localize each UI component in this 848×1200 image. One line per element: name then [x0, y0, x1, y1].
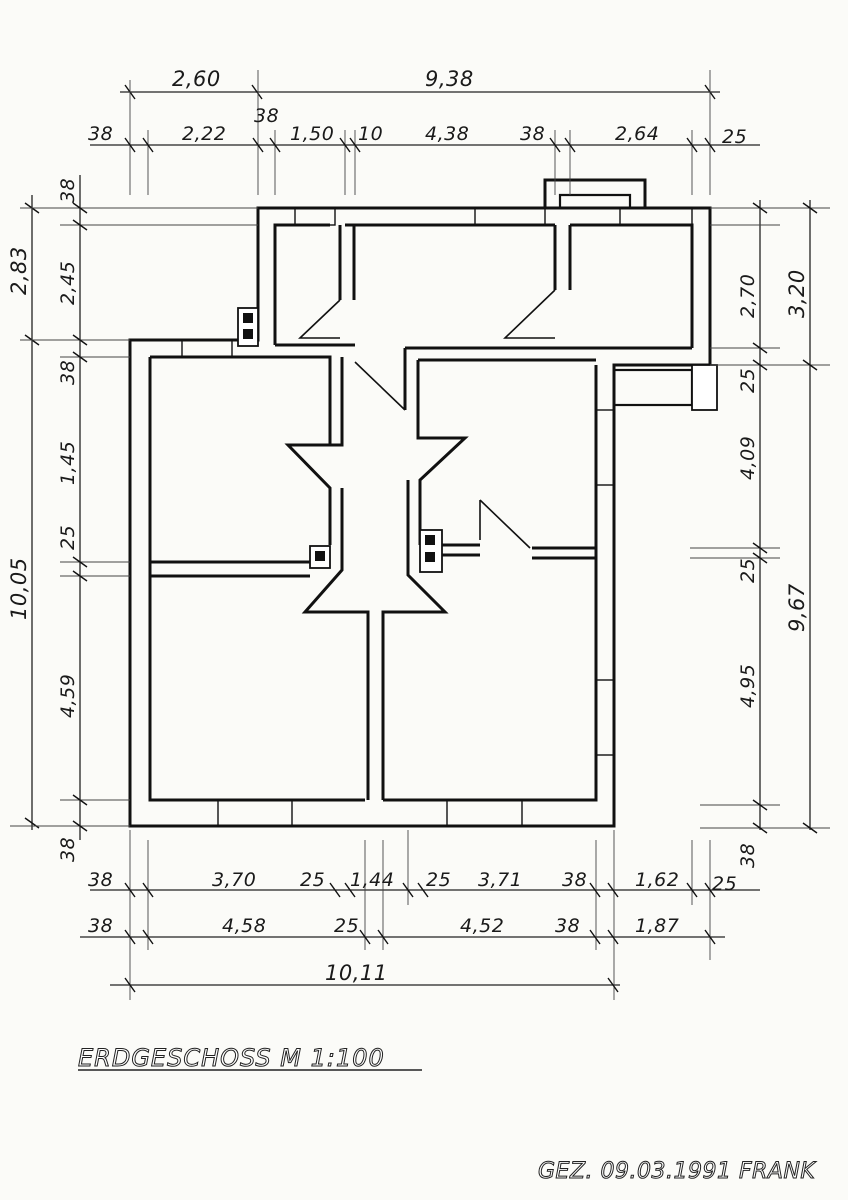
- dim-top-2-22: 2,22: [182, 123, 226, 145]
- window-annex: [294, 207, 336, 226]
- dim-left-38-c: 38: [57, 837, 79, 862]
- chimney-flue-4: [425, 535, 435, 545]
- dim-left-2-83: 2,83: [7, 246, 31, 295]
- dim-bot-25-a: 25: [300, 869, 325, 891]
- dim-right-4-09: 4,09: [737, 436, 759, 480]
- top-protrusion: [543, 178, 647, 208]
- dim-bot2-4-52: 4,52: [460, 915, 504, 937]
- window-right-upper: [595, 409, 615, 486]
- hall-right-upper: [416, 360, 469, 545]
- dim-top-38-a: 38: [88, 123, 113, 145]
- dim-right-4-95: 4,95: [737, 664, 759, 708]
- dim-bot-38-b: 38: [562, 869, 587, 891]
- dim-bot-3-70: 3,70: [212, 869, 256, 891]
- dim-top-10: 10: [358, 123, 383, 145]
- left-upper-room-wall: [150, 355, 332, 445]
- dim-right-25-b: 25: [737, 558, 759, 583]
- dim-top-9-38: 9,38: [425, 67, 474, 91]
- dim-left-38-b: 38: [57, 360, 79, 385]
- title-block: ERDGESCHOSS M 1:100 GEZ. 09.03.1991 FRAN…: [78, 1044, 817, 1185]
- entrance-step: [612, 368, 694, 407]
- dim-left-2-45: 2,45: [57, 261, 79, 305]
- dim-bot2-25: 25: [334, 915, 359, 937]
- dim-left-4-59: 4,59: [57, 674, 79, 718]
- kitchen-partition: [553, 225, 572, 290]
- door-right-room: [479, 499, 531, 549]
- window-bottom-left: [217, 799, 293, 827]
- dim-right-2-70: 2,70: [737, 274, 759, 318]
- annex-partition: [338, 225, 356, 300]
- window-top-middle: [474, 207, 546, 226]
- window-top-right: [619, 207, 693, 226]
- dim-left-10-05: 10,05: [7, 557, 31, 620]
- dim-bot-38-a: 38: [88, 869, 113, 891]
- chimney-wall-stub: [442, 543, 480, 557]
- right-middle-wall: [532, 546, 596, 560]
- annex-left-inner: [273, 223, 330, 345]
- hall-left-upper: [284, 357, 344, 545]
- dim-bot2-4-58: 4,58: [222, 915, 266, 937]
- hall-left-lower: [301, 488, 370, 800]
- door-kitchen: [503, 289, 556, 339]
- dim-top-25: 25: [722, 126, 747, 148]
- dim-bot-25-c: 25: [712, 873, 737, 895]
- dim-top-2-60: 2,60: [172, 67, 221, 91]
- dim-right-38: 38: [737, 843, 759, 868]
- dim-left-38-a: 38: [57, 178, 79, 203]
- dim-left-25: 25: [57, 525, 79, 550]
- dim-bot2-1-87: 1,87: [635, 915, 679, 937]
- dim-bot2-38-a: 38: [88, 915, 113, 937]
- dim-top-38-c: 38: [520, 123, 545, 145]
- dim-right-25-a: 25: [737, 368, 759, 393]
- windows: [181, 207, 693, 827]
- annex-structures: [543, 178, 718, 411]
- building-walls: [128, 206, 712, 828]
- top-right-inner-wall: [570, 223, 694, 348]
- door-annex-left: [297, 299, 341, 339]
- hall-right-lower: [381, 480, 449, 800]
- chimney-flue-3: [315, 551, 325, 561]
- drawing-signature: GEZ. 09.03.1991 FRANK: [538, 1159, 816, 1184]
- drawing-title: ERDGESCHOSS M 1:100: [78, 1044, 385, 1072]
- dim-right-3-20: 3,20: [785, 269, 809, 318]
- chimney-flue-5: [425, 552, 435, 562]
- window-right-lower: [595, 679, 615, 756]
- chimney-flue-2: [243, 329, 253, 339]
- door-hall-swing: [354, 361, 406, 411]
- dim-top-2-64: 2,64: [615, 123, 659, 145]
- dim-bot-3-71: 3,71: [478, 869, 522, 891]
- dim-left-1-45: 1,45: [57, 441, 79, 485]
- dim-bot-1-62: 1,62: [635, 869, 679, 891]
- window-left-upper: [181, 339, 233, 358]
- dim-top-38-b: 38: [254, 105, 279, 127]
- top-protrusion-inner: [558, 193, 632, 208]
- chimneys: [237, 307, 443, 573]
- window-bottom-right: [446, 799, 523, 827]
- dim-bot2-38-b: 38: [555, 915, 580, 937]
- dim-bot-25-b: 25: [426, 869, 451, 891]
- dimension-labels: 2,60 9,38 38 2,22 38 1,50 10 4,38 38 2,6…: [7, 67, 809, 985]
- dim-right-9-67: 9,67: [785, 583, 809, 632]
- dim-top-4-38: 4,38: [425, 123, 469, 145]
- chimney-flue-1: [243, 313, 253, 323]
- entrance-post: [691, 364, 718, 411]
- dim-bot-total: 10,11: [325, 961, 388, 985]
- dim-bot-1-44: 1,44: [350, 869, 394, 891]
- dimension-lines: [10, 70, 830, 1000]
- dim-top-1-50: 1,50: [290, 123, 334, 145]
- doors: [297, 289, 556, 549]
